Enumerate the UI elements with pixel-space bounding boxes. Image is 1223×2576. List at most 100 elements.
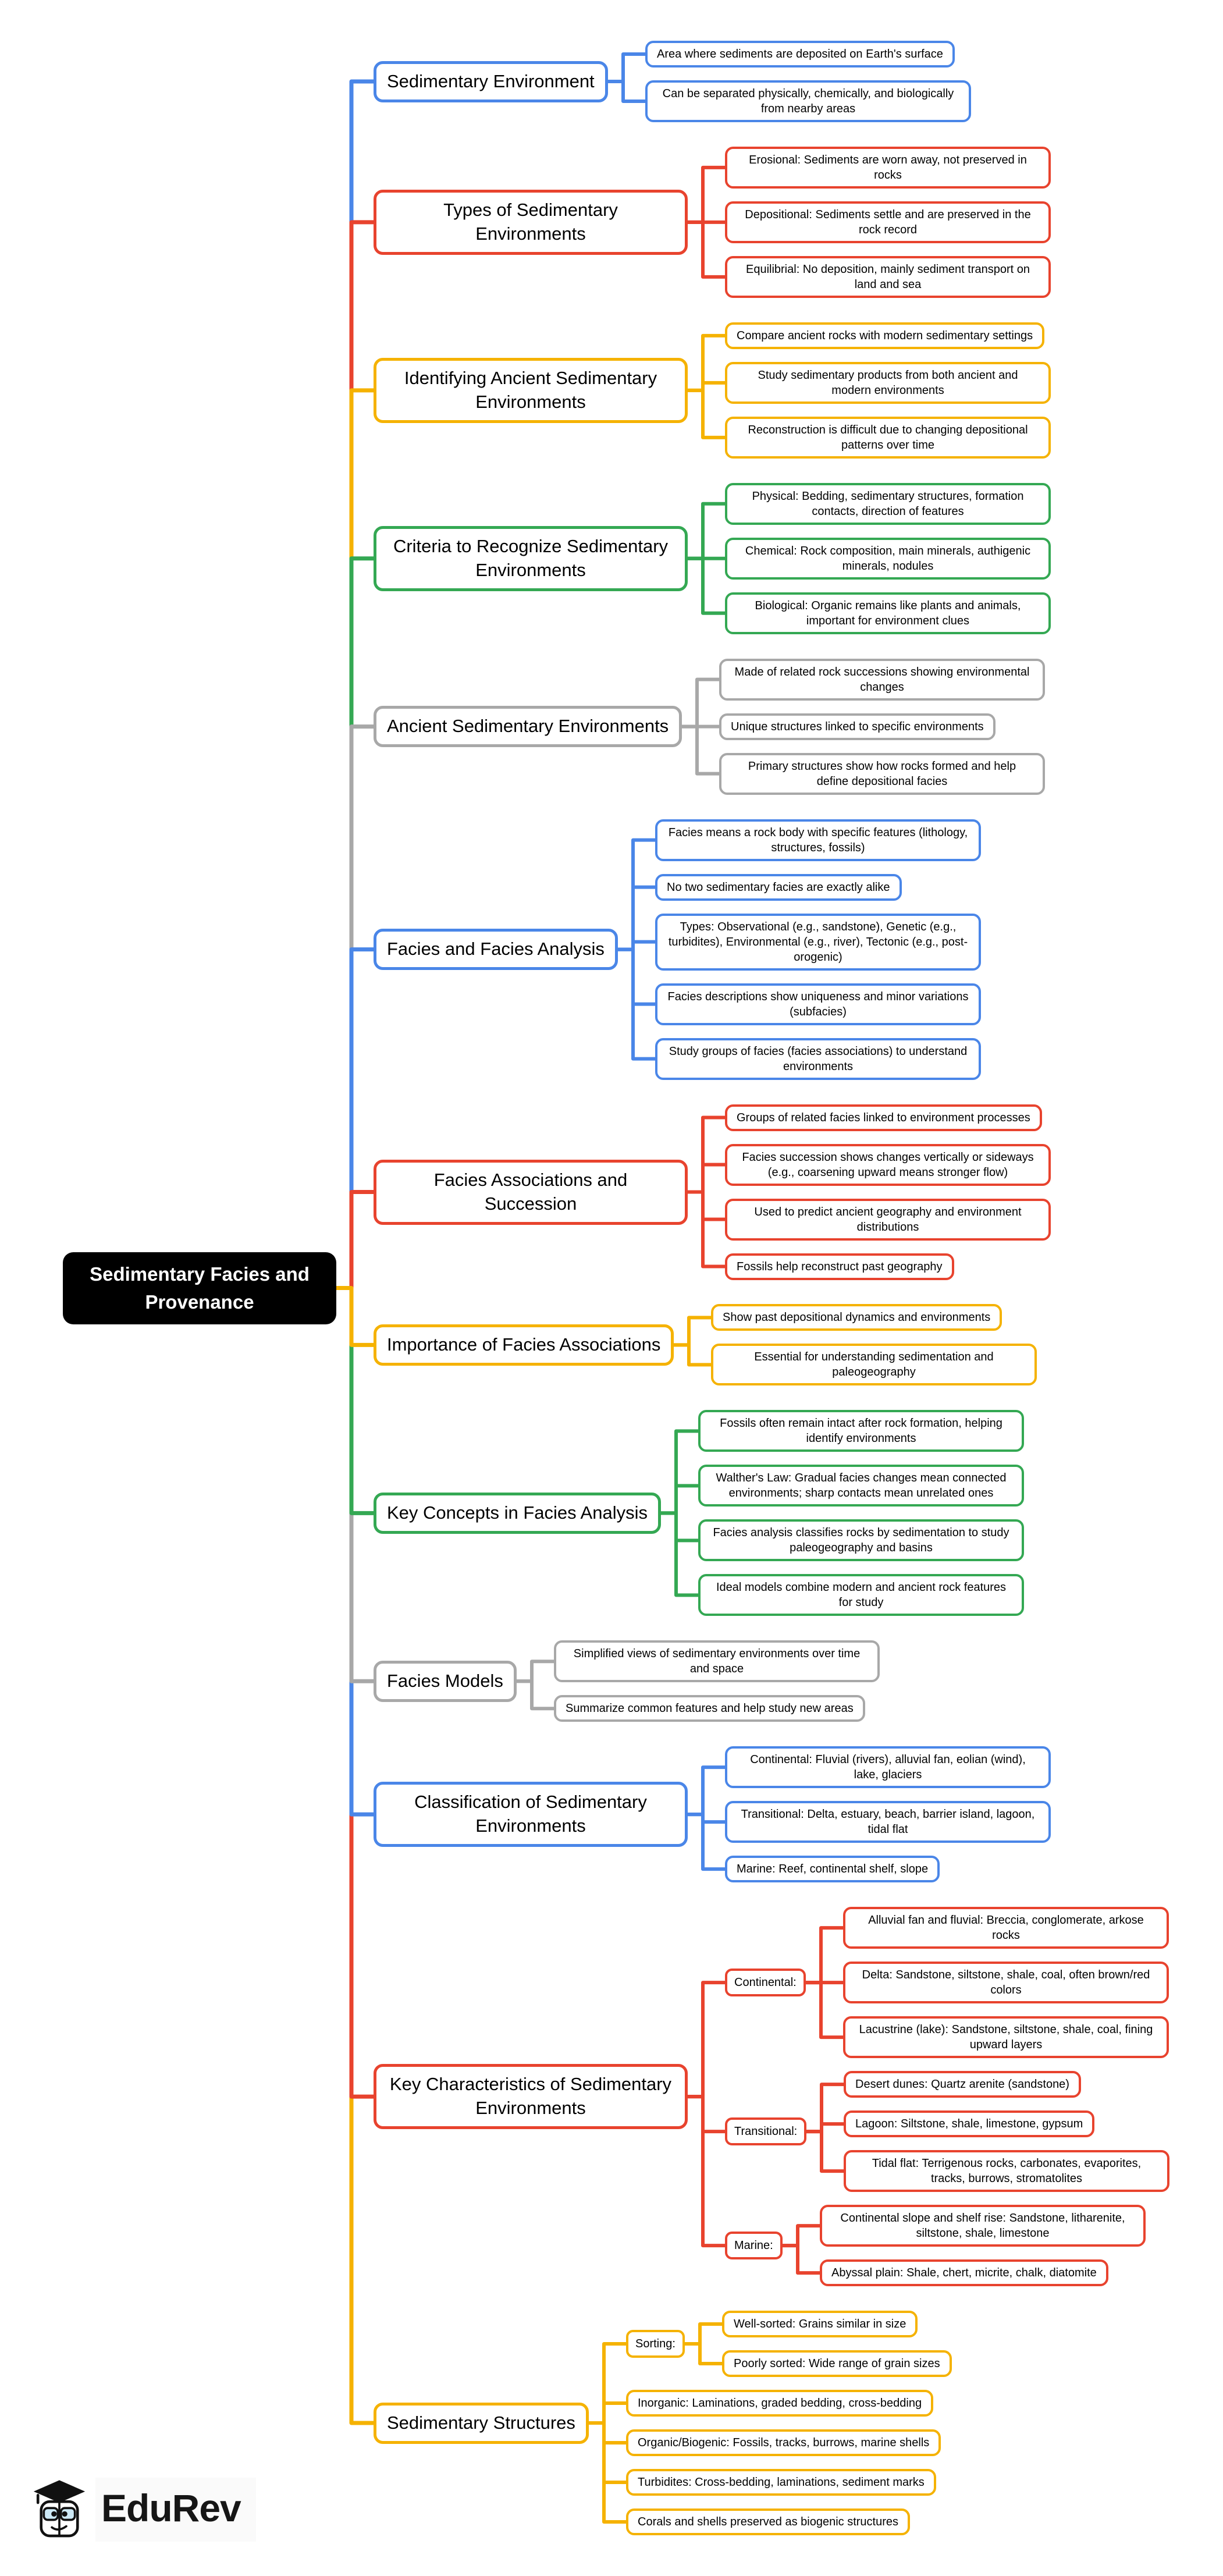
leaf-node: Biological: Organic remains like plants … bbox=[725, 592, 1051, 634]
leaf-node: Turbidites: Cross-bedding, laminations, … bbox=[626, 2469, 936, 2496]
connector-line bbox=[685, 1765, 729, 1817]
topic-node-8: Key Concepts in Facies Analysis bbox=[374, 1493, 661, 1534]
connector-line bbox=[333, 1286, 378, 1515]
topic-node-3: Criteria to Recognize Sedimentary Enviro… bbox=[374, 526, 688, 591]
connector-line bbox=[685, 165, 729, 224]
connector-line bbox=[333, 220, 378, 1290]
leaf-node: Made of related rock successions showing… bbox=[719, 659, 1045, 701]
subtopic-node: Transitional: bbox=[725, 2117, 807, 2145]
leaf-node: Used to predict ancient geography and en… bbox=[725, 1199, 1051, 1241]
connector-line bbox=[685, 556, 729, 615]
subtopic-node: Sorting: bbox=[626, 2330, 685, 2358]
connector-line bbox=[679, 677, 723, 729]
connector-line bbox=[586, 2421, 630, 2524]
connector-line bbox=[658, 1511, 702, 1543]
connector-line bbox=[685, 1163, 729, 1194]
connector-line bbox=[685, 2095, 729, 2248]
connector-line bbox=[685, 1190, 729, 1269]
connector-line bbox=[615, 947, 659, 1006]
connector-line bbox=[685, 1115, 729, 1194]
connector-line bbox=[679, 724, 723, 776]
connector-line bbox=[685, 2095, 729, 2134]
leaf-node: Simplified views of sedimentary environm… bbox=[554, 1640, 880, 1682]
connector-line bbox=[682, 2322, 726, 2346]
connector-line bbox=[804, 2130, 848, 2173]
topic-node-2: Identifying Ancient Sedimentary Environm… bbox=[374, 358, 688, 423]
connector-line bbox=[615, 885, 659, 951]
leaf-node: Tidal flat: Terrigenous rocks, carbonate… bbox=[844, 2150, 1169, 2192]
leaf-node: Well-sorted: Grains similar in size bbox=[722, 2311, 918, 2337]
leaf-node: Chemical: Rock composition, main mineral… bbox=[725, 538, 1051, 580]
leaf-node: Marine: Reef, continental shelf, slope bbox=[725, 1856, 940, 1882]
leaf-node: Continental slope and shelf rise: Sandst… bbox=[820, 2205, 1146, 2247]
topic-node-4: Ancient Sedimentary Environments bbox=[374, 706, 682, 747]
topic-node-9: Facies Models bbox=[374, 1661, 517, 1702]
leaf-node: Erosional: Sediments are worn away, not … bbox=[725, 147, 1051, 189]
leaf-node: Facies analysis classifies rocks by sedi… bbox=[698, 1519, 1024, 1561]
connector-line bbox=[333, 556, 378, 1290]
leaf-node: Facies succession shows changes vertical… bbox=[725, 1144, 1051, 1186]
leaf-node: Poorly sorted: Wide range of grain sizes bbox=[722, 2350, 952, 2377]
connector-line bbox=[803, 1981, 847, 2040]
connector-line bbox=[658, 1484, 702, 1515]
leaf-node: Area where sediments are deposited on Ea… bbox=[645, 41, 955, 67]
leaf-node: Groups of related facies linked to envir… bbox=[725, 1104, 1042, 1131]
edurev-logo: EduRev bbox=[33, 2478, 256, 2542]
topic-node-0: Sedimentary Environment bbox=[374, 61, 608, 102]
connector-line bbox=[586, 2342, 630, 2425]
leaf-node: Reconstruction is difficult due to chang… bbox=[725, 417, 1051, 459]
leaf-node: Abyssal plain: Shale, chert, micrite, ch… bbox=[820, 2259, 1108, 2286]
connector-line bbox=[333, 1286, 378, 1347]
connector-line bbox=[333, 947, 378, 1290]
leaf-node: Delta: Sandstone, siltstone, shale, coal… bbox=[843, 1962, 1169, 2003]
leaf-node: Compare ancient rocks with modern sedime… bbox=[725, 322, 1045, 349]
leaf-node: Types: Observational (e.g., sandstone), … bbox=[655, 914, 981, 971]
connector-line bbox=[658, 1429, 702, 1515]
topic-node-12: Sedimentary Structures bbox=[374, 2403, 589, 2444]
connector-line bbox=[780, 2244, 824, 2275]
connector-line bbox=[586, 2421, 630, 2444]
leaf-node: Facies means a rock body with specific f… bbox=[655, 819, 981, 861]
leaf-node: Transitional: Delta, estuary, beach, bar… bbox=[725, 1801, 1051, 1843]
leaf-node: Lacustrine (lake): Sandstone, siltstone,… bbox=[843, 2016, 1169, 2058]
leaf-node: Fossils help reconstruct past geography bbox=[725, 1253, 954, 1280]
leaf-node: Summarize common features and help study… bbox=[554, 1695, 865, 1722]
topic-node-10: Classification of Sedimentary Environmen… bbox=[374, 1782, 688, 1847]
connector-line bbox=[333, 724, 378, 1290]
leaf-node: Desert dunes: Quartz arenite (sandstone) bbox=[844, 2071, 1081, 2098]
connector-line bbox=[514, 1660, 558, 1683]
connector-line bbox=[333, 1286, 378, 2425]
connector-line bbox=[333, 388, 378, 1290]
connector-line bbox=[615, 947, 659, 1061]
connector-line bbox=[615, 838, 659, 951]
leaf-node: Physical: Bedding, sedimentary structure… bbox=[725, 483, 1051, 525]
leaf-node: Depositional: Sediments settle and are p… bbox=[725, 201, 1051, 243]
subtopic-node: Continental: bbox=[725, 1969, 806, 1996]
connector-line bbox=[333, 1190, 378, 1290]
leaf-node: Can be separated physically, chemically,… bbox=[645, 80, 971, 122]
connector-line bbox=[333, 1286, 378, 2099]
connector-line bbox=[682, 2342, 726, 2365]
topic-node-6: Facies Associations and Succession bbox=[374, 1160, 688, 1225]
connector-line bbox=[685, 220, 729, 279]
root-node: Sedimentary Facies and Provenance bbox=[63, 1252, 336, 1324]
connector-line bbox=[605, 52, 649, 83]
leaf-node: Show past depositional dynamics and envi… bbox=[711, 1304, 1002, 1331]
connector-line bbox=[658, 1511, 702, 1597]
connector-line bbox=[586, 2421, 630, 2484]
leaf-node: Continental: Fluvial (rivers), alluvial … bbox=[725, 1746, 1051, 1788]
connector-line bbox=[586, 2401, 630, 2425]
connector-line bbox=[333, 1286, 378, 1817]
edurev-brand-text: EduRev bbox=[95, 2478, 256, 2542]
leaf-node: Inorganic: Laminations, graded bedding, … bbox=[626, 2390, 934, 2417]
leaf-node: Fossils often remain intact after rock f… bbox=[698, 1410, 1024, 1452]
connector-line bbox=[514, 1679, 558, 1711]
edurev-graduation-cap-icon bbox=[33, 2480, 86, 2538]
connector-line bbox=[780, 2224, 824, 2248]
leaf-node: Facies descriptions show uniqueness and … bbox=[655, 983, 981, 1025]
connector-line bbox=[803, 1926, 847, 1985]
connector-line bbox=[685, 1981, 729, 2099]
connector-line bbox=[685, 388, 729, 439]
